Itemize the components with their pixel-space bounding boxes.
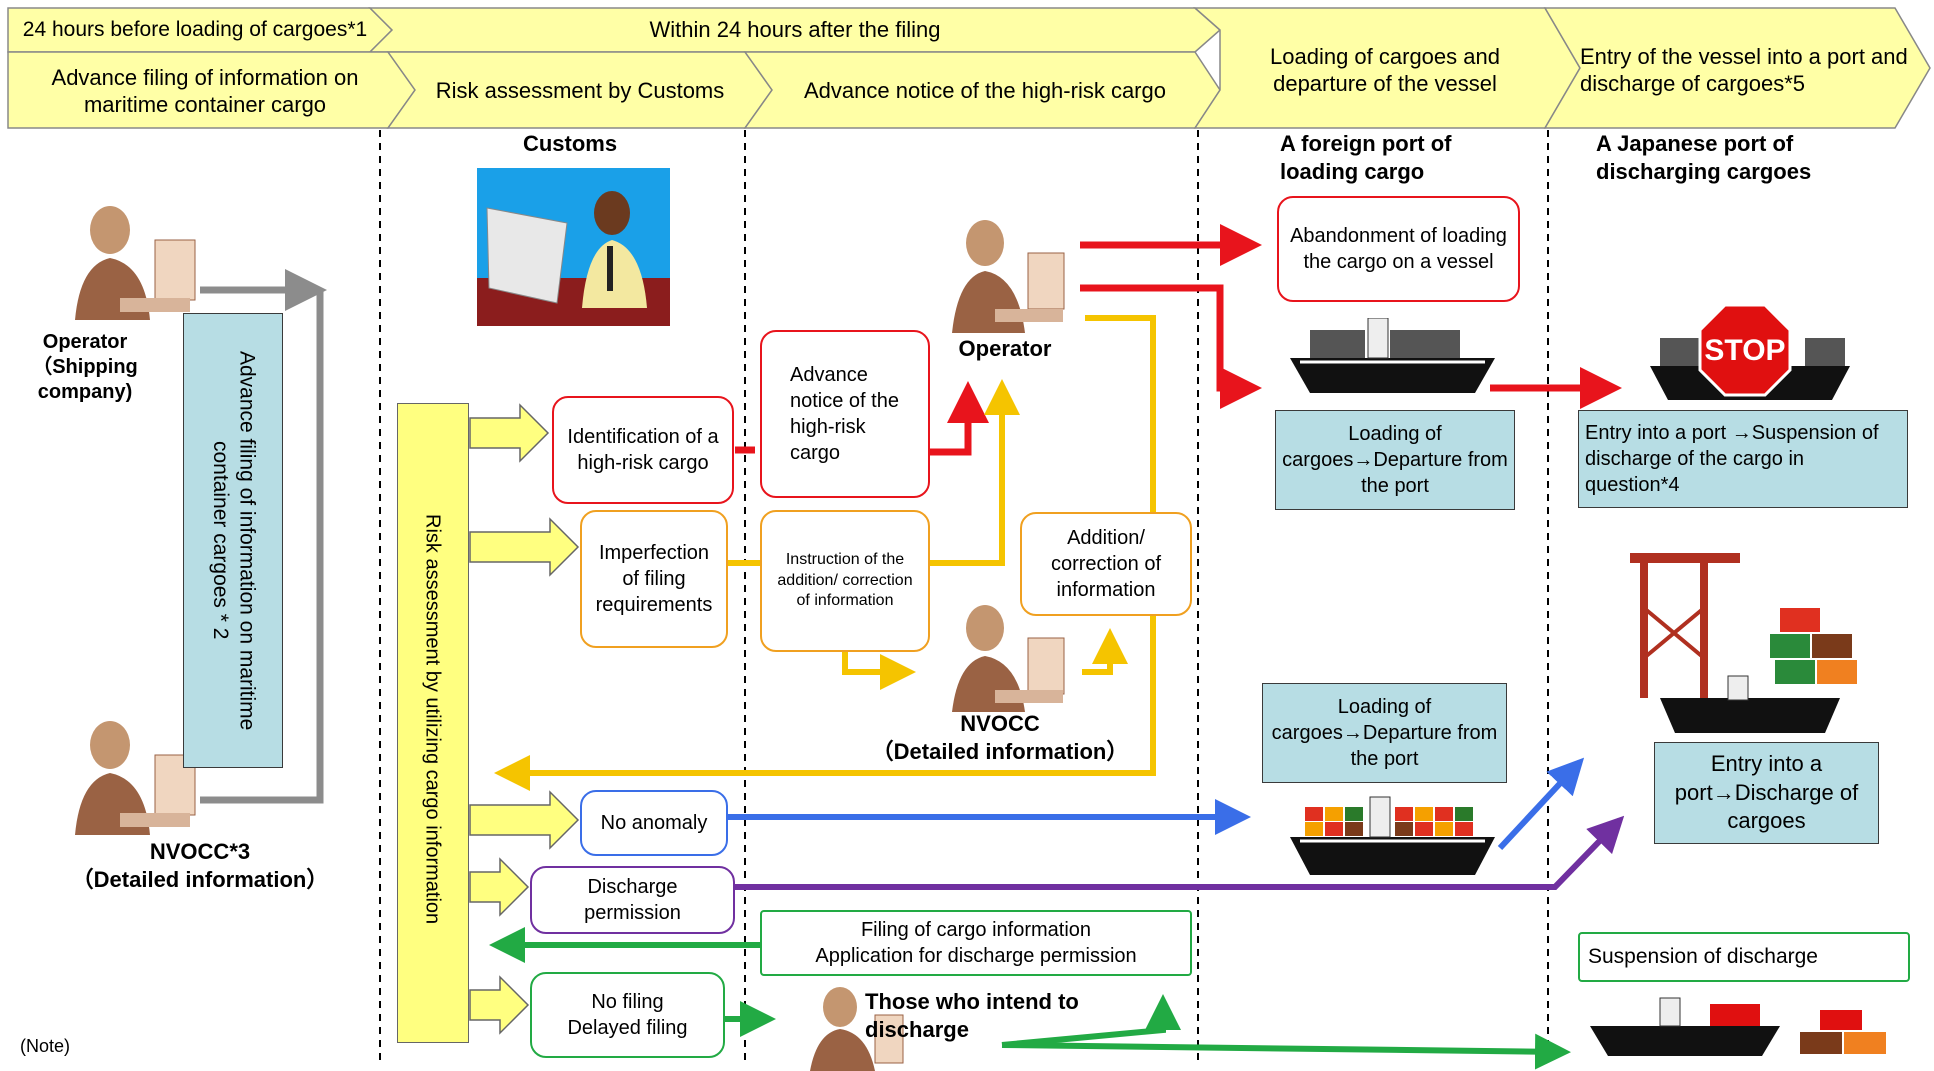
- imperfection-box: Imperfection of filing requirements: [580, 510, 728, 648]
- entry-discharge-panel: Entry into a port→Discharge of cargoes: [1654, 742, 1879, 844]
- no-filing-box: No filing Delayed filing: [530, 972, 725, 1058]
- block-arrow-2: [469, 517, 580, 577]
- header-within-24h: Within 24 hours after the filing: [649, 17, 941, 43]
- header-advance-filing: Advance filing of information on maritim…: [51, 64, 359, 118]
- block-arrow-5: [469, 975, 530, 1035]
- nvocc-mid-figure-icon: [952, 605, 1065, 712]
- ship-stop-icon: [1650, 303, 1850, 400]
- block-arrow-3: [469, 790, 580, 850]
- discharge-permission-box: Discharge permission: [530, 866, 735, 934]
- advance-filing-text: Advance filing of information on maritim…: [209, 350, 259, 731]
- ship-suspension-icon: [1590, 997, 1886, 1056]
- block-arrow-1: [469, 403, 550, 463]
- note-label: (Note): [20, 1036, 71, 1056]
- operator-left-figure-icon: [75, 206, 196, 320]
- nvocc-left-figure-icon: [75, 721, 196, 835]
- chevron-entry-discharge: [1543, 7, 1931, 129]
- discharge-person-label: Those who intend to discharge: [865, 989, 1079, 1042]
- risk-assessment-panel: Risk assessment by utilizing cargo infor…: [397, 403, 469, 1043]
- loading-departure-panel-1: Loading of cargoes→Departure from the po…: [1275, 410, 1515, 510]
- nvocc-mid-label: NVOCC （Detailed information）: [871, 711, 1129, 764]
- addition-box: Addition/ correction of information: [1020, 512, 1192, 616]
- identification-box: Identification of a high-risk cargo: [552, 396, 734, 504]
- filing-cargo-box: Filing of cargo information Application …: [760, 910, 1192, 976]
- port-crane-icon: [1630, 553, 1857, 733]
- header-advance-notice: Advance notice of the high-risk cargo: [804, 78, 1166, 104]
- header-loading-departure: Loading of cargoes and departure of the …: [1270, 43, 1500, 97]
- ship-loaded-icon: [1290, 318, 1495, 393]
- operator-mid-figure-icon: [952, 220, 1065, 333]
- header-risk-assessment: Risk assessment by Customs: [435, 78, 725, 104]
- customs-computer-icon: [477, 168, 670, 326]
- operator-left-label: Operator （Shipping company): [32, 331, 138, 403]
- instruction-box: Instruction of the addition/ correction …: [760, 510, 930, 652]
- header-chevrons: [7, 7, 1931, 129]
- abandonment-box: Abandonment of loading the cargo on a ve…: [1277, 196, 1520, 302]
- japanese-port-label: A Japanese port of discharging cargoes: [1596, 131, 1812, 184]
- suspension-box: Suspension of discharge: [1578, 932, 1910, 982]
- advance-notice-box: Advance notice of the high-risk cargo: [760, 330, 930, 498]
- loading-departure-panel-2: Loading of cargoes→Departure from the po…: [1262, 683, 1507, 783]
- nvocc-left-label: NVOCC*3 （Detailed information）: [71, 839, 329, 892]
- risk-assessment-text: Risk assessment by utilizing cargo infor…: [421, 513, 444, 925]
- ship-colorful-icon: [1290, 796, 1495, 875]
- no-anomaly-box: No anomaly: [580, 790, 728, 856]
- foreign-port-label: A foreign port of loading cargo: [1280, 131, 1452, 184]
- entry-suspension-panel: Entry into a port →Suspension of dischar…: [1578, 410, 1908, 508]
- header-entry-discharge: Entry of the vessel into a port and disc…: [1580, 43, 1908, 97]
- stop-sign-text: STOP: [1704, 334, 1786, 367]
- header-before-loading: 24 hours before loading of cargoes*1: [22, 17, 368, 41]
- advance-filing-panel: Advance filing of information on maritim…: [183, 313, 283, 768]
- customs-label: Customs: [522, 131, 618, 156]
- discharge-person-figure-icon: [810, 987, 904, 1071]
- operator-mid-label: Operator: [958, 336, 1052, 361]
- block-arrow-4: [469, 857, 530, 917]
